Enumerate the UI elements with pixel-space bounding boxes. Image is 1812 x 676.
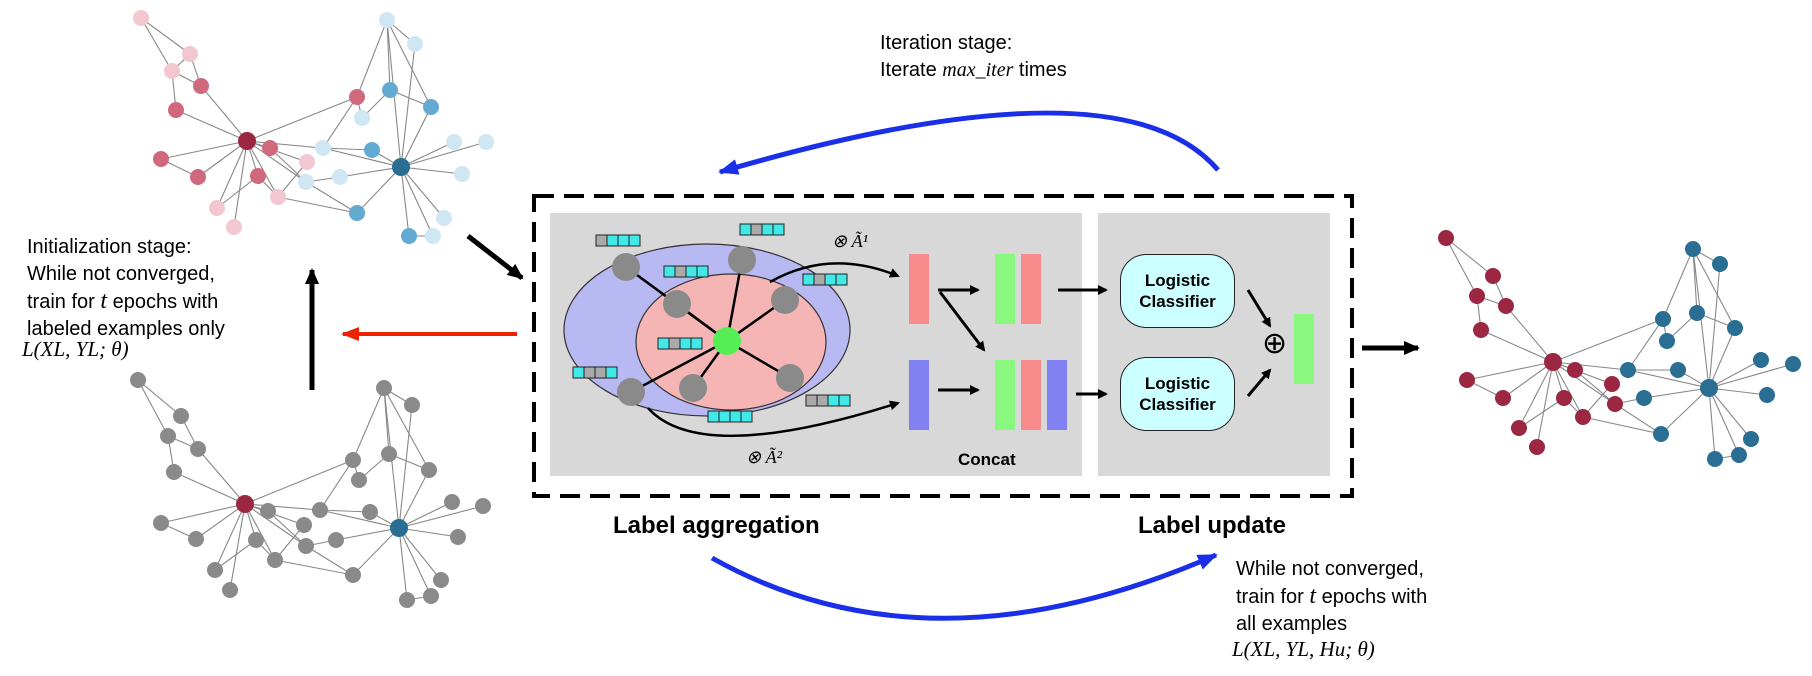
concat1-bar-red: [1021, 254, 1041, 324]
neighbor-node: [679, 374, 707, 402]
graph-right: [1438, 230, 1801, 467]
neighbor-node: [776, 364, 804, 392]
main-dashed-box: [532, 194, 1354, 498]
iteration-arrow-bottom: [710, 552, 1218, 621]
concat2-bar-green: [995, 360, 1015, 430]
update-t: t: [1309, 583, 1317, 609]
init-line3-post: epochs with: [112, 291, 219, 313]
sum-symbol: ⊕: [1262, 327, 1288, 360]
bar-arrow: [938, 291, 986, 352]
agg-bar-blue: [909, 360, 929, 430]
concat1-bar-green: [995, 254, 1015, 324]
a1-label: ⊗ Ã¹: [832, 231, 868, 251]
update-text: While not converged, train for t epochs …: [1236, 556, 1427, 638]
into-box-arrow: [466, 234, 524, 280]
neighbor-node: [771, 286, 799, 314]
a2-label: ⊗ Ã²: [746, 447, 782, 467]
initialization-stage-text: Initialization stage: While not converge…: [27, 234, 225, 343]
logistic-classifier-1: Logistic Classifier: [1120, 254, 1235, 328]
logistic-classifier-2: Logistic Classifier: [1120, 357, 1235, 431]
neighbor-node: [728, 246, 756, 274]
update-line2-pre: train for: [1236, 586, 1304, 608]
concat2-bar-red: [1021, 360, 1041, 430]
output-bar-green: [1294, 314, 1314, 384]
init-line1: Initialization stage:: [27, 236, 192, 258]
neighbor-node: [612, 253, 640, 281]
iteration-line2: Iterate max_iter times: [880, 57, 1067, 84]
iteration-line2-pre: Iterate: [880, 59, 937, 81]
iteration-line1: Iteration stage:: [880, 32, 1013, 54]
init-t: t: [100, 288, 108, 314]
init-line3: train for t epochs with: [27, 288, 225, 316]
update-line1: While not converged,: [1236, 558, 1424, 580]
agg-bar-red: [909, 254, 929, 324]
a2-arrow: [647, 400, 900, 438]
graph-top-left: [133, 10, 494, 244]
concat-label: Concat: [958, 450, 1016, 469]
label-update-title: Label update: [1138, 512, 1287, 539]
to-sum-arrow: [1246, 289, 1272, 328]
to-sum-arrow: [1246, 368, 1272, 397]
center-node: [713, 327, 741, 355]
graph-bottom-left: [130, 372, 491, 608]
iteration-max-iter: max_iter: [942, 59, 1014, 81]
neighbor-node: [663, 290, 691, 318]
neighbor-node: [617, 378, 645, 406]
init-line2: While not converged,: [27, 263, 215, 285]
init-line3-pre: train for: [27, 291, 95, 313]
init-line4: labeled examples only: [27, 318, 225, 340]
label-aggregation-title: Label aggregation: [613, 512, 820, 539]
update-line3: all examples: [1236, 613, 1348, 635]
init-loss: L(XL, YL; θ): [22, 337, 129, 361]
concat2-bar-blue: [1047, 360, 1067, 430]
iteration-line2-post: times: [1018, 59, 1067, 81]
update-line2-post: epochs with: [1321, 586, 1428, 608]
update-line2: train for t epochs with: [1236, 583, 1427, 611]
label-vectors: [572, 223, 851, 423]
a1-arrow: [769, 262, 900, 284]
update-loss: L(XL, YL, Hu; θ): [1232, 637, 1375, 661]
iteration-arrow-top: [718, 110, 1220, 175]
iteration-stage-text: Iteration stage: Iterate max_iter times: [880, 30, 1067, 84]
